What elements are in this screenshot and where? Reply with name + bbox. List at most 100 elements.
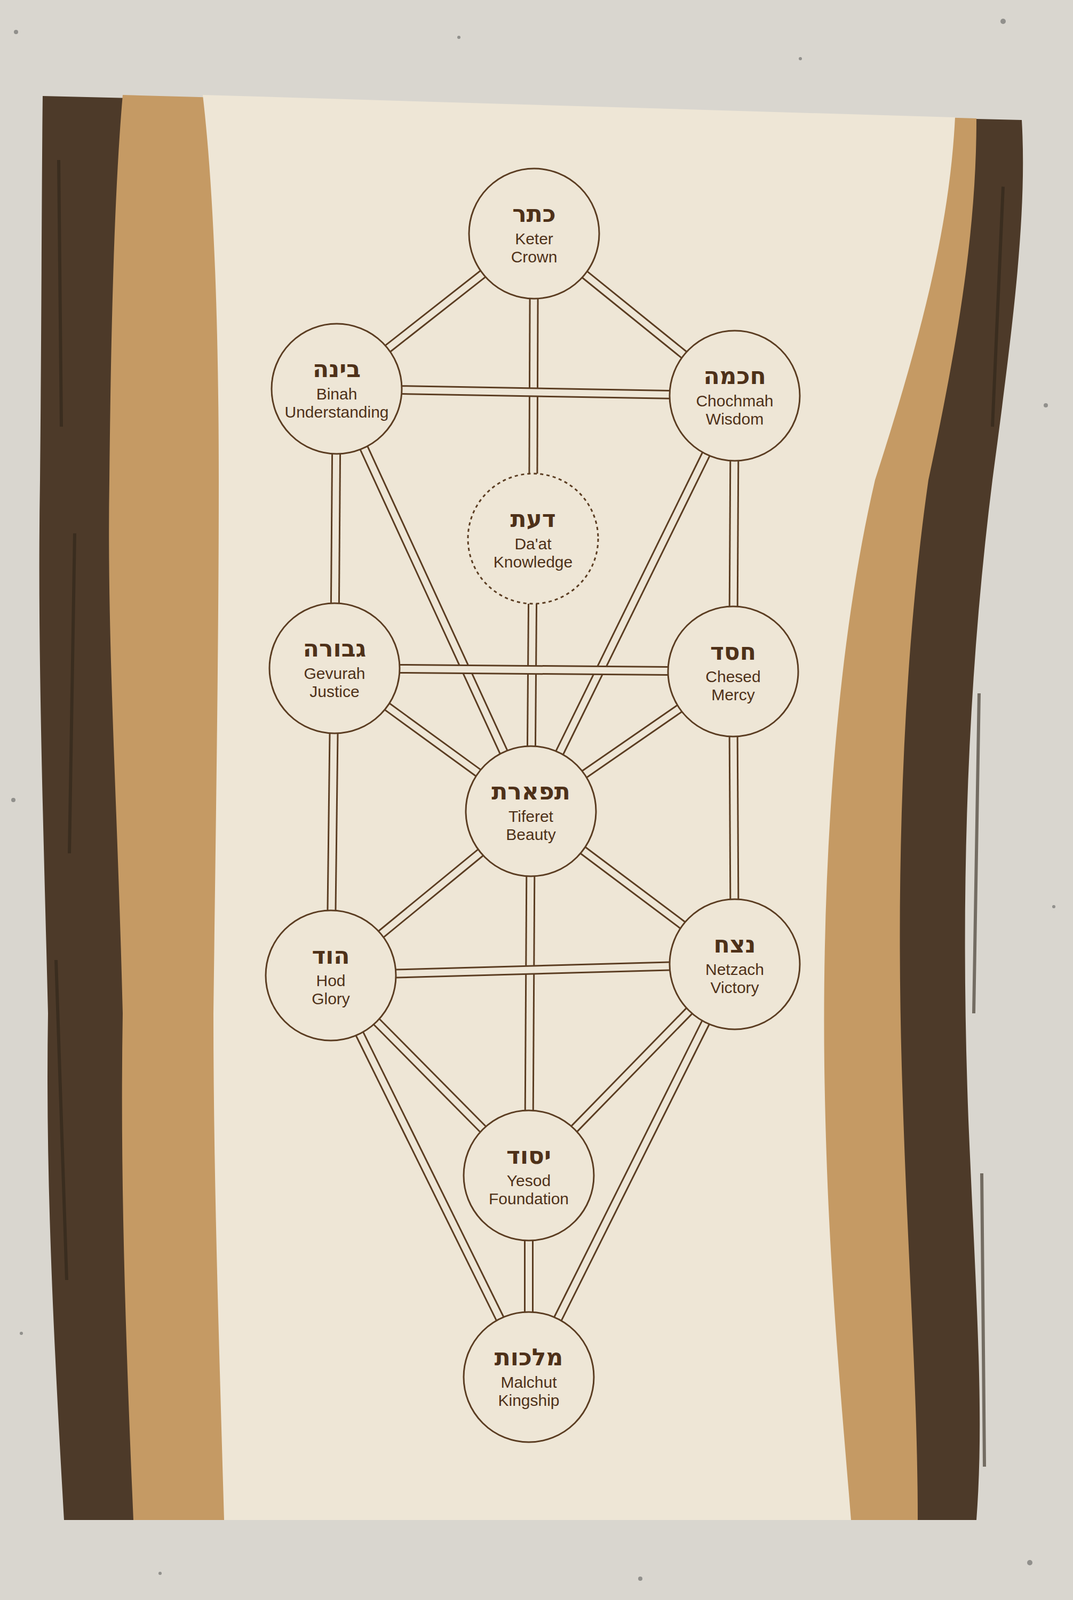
path-outline	[523, 1241, 534, 1313]
sefirah-name: Malchut	[500, 1373, 557, 1393]
sefirah-name: Binah	[316, 385, 358, 404]
circle	[271, 323, 402, 455]
hebrew-name: דעת	[510, 505, 556, 534]
path-outline	[331, 733, 334, 911]
path-outline	[584, 708, 680, 775]
path-outline	[387, 706, 479, 774]
floor-speckles	[11, 18, 1056, 1582]
path-outline	[399, 669, 669, 672]
sefirot-path	[529, 876, 531, 1111]
hebrew-name: הוד	[311, 942, 350, 971]
sefirah-circle: גבורהGevurahJustice	[268, 602, 401, 735]
sefirot-path	[531, 603, 533, 747]
path-fill	[533, 298, 534, 474]
path-fill	[380, 852, 481, 935]
circle	[669, 899, 800, 1030]
sefirot-path	[401, 390, 670, 395]
hebrew-name: חכמה	[703, 362, 766, 391]
path-fill	[529, 876, 531, 1111]
sefirot-path	[399, 669, 669, 672]
path-fill	[376, 1022, 483, 1131]
sapwood	[108, 94, 977, 1521]
circle	[463, 1110, 594, 1242]
circle	[668, 606, 799, 737]
sefirah-meaning: Kingship	[497, 1392, 560, 1411]
sefirot-path	[584, 274, 685, 356]
sefirot-path	[733, 461, 735, 607]
sefirah-meaning: Mercy	[711, 686, 755, 705]
sefirah-meaning: Crown	[511, 248, 558, 267]
path-fill	[331, 733, 334, 911]
path-outline	[401, 390, 670, 395]
path-fill	[531, 603, 533, 747]
path-fill	[583, 850, 683, 926]
path-outline	[733, 736, 735, 900]
sefirah-name: Netzach	[705, 960, 765, 980]
path-fill	[733, 461, 735, 607]
path-outline	[335, 454, 337, 604]
path-fill	[401, 390, 670, 395]
path-fill	[584, 274, 685, 356]
sefirah-circle: הודHodGlory	[264, 909, 397, 1043]
path-outline	[395, 966, 670, 974]
path-fill	[574, 1011, 690, 1130]
sefirah-name: Gevurah	[303, 664, 365, 684]
sefirah-circle: חכמהChochmahWisdom	[668, 329, 801, 463]
sefirah-meaning: Justice	[309, 682, 360, 702]
circle	[669, 330, 800, 462]
path-outline	[533, 298, 534, 474]
heartwood	[202, 94, 956, 1521]
circle	[467, 473, 599, 604]
hebrew-name: חסד	[710, 638, 757, 666]
sefirah-name: Hod	[315, 972, 346, 991]
sefirot-path	[395, 966, 670, 974]
path-outline	[376, 1022, 483, 1131]
sefirah-circle: תפארתTiferetBeauty	[464, 745, 598, 878]
path-fill	[387, 273, 483, 349]
path-fill	[584, 708, 680, 775]
path-outline	[531, 603, 533, 747]
hebrew-name: מלכות	[494, 1344, 564, 1372]
sefirah-circle: חסדChesedMercy	[666, 605, 800, 738]
hebrew-name: כתר	[512, 200, 556, 228]
sefirot-path	[331, 733, 334, 911]
sefirot-path	[584, 708, 680, 775]
path-fill	[395, 966, 670, 974]
path-outline	[584, 274, 685, 356]
path-outline	[387, 273, 483, 349]
sefirah-name: Tiferet	[508, 807, 554, 827]
sefirah-name: Chochmah	[695, 392, 774, 411]
sefirah-meaning: Foundation	[488, 1190, 569, 1210]
sefirot-path	[376, 1022, 483, 1131]
circle	[465, 746, 596, 877]
sefirah-name: Yesod	[506, 1172, 551, 1191]
path-fill	[525, 1241, 532, 1313]
hidden-sefirah: דעתDa'atKnowledge	[466, 472, 600, 606]
circle	[269, 603, 400, 734]
path-outline	[380, 852, 481, 935]
sefirah-name: Keter	[514, 229, 554, 249]
sefirot-path	[387, 706, 479, 774]
circle	[265, 910, 396, 1041]
hebrew-name: בינה	[312, 355, 361, 384]
hebrew-name: יסוד	[506, 1142, 552, 1171]
path-fill	[335, 454, 337, 604]
sefirah-circle: יסודYesodFoundation	[462, 1109, 595, 1243]
sefirot-path	[583, 850, 683, 926]
sefirot-path	[533, 298, 534, 474]
path-fill	[387, 706, 479, 774]
sefirot-path	[380, 852, 481, 935]
circle	[469, 168, 600, 299]
sefirot-path	[335, 454, 337, 604]
path-outline	[733, 461, 735, 607]
hebrew-name: נצח	[713, 931, 757, 959]
sefirah-meaning: Wisdom	[705, 410, 764, 429]
sefirot-path	[528, 1241, 530, 1313]
circle	[463, 1312, 594, 1443]
sefirah-name: Da'at	[514, 535, 552, 554]
sefirot-path	[387, 273, 483, 349]
path-outline	[583, 850, 683, 926]
sefirah-meaning: Glory	[311, 990, 351, 1009]
